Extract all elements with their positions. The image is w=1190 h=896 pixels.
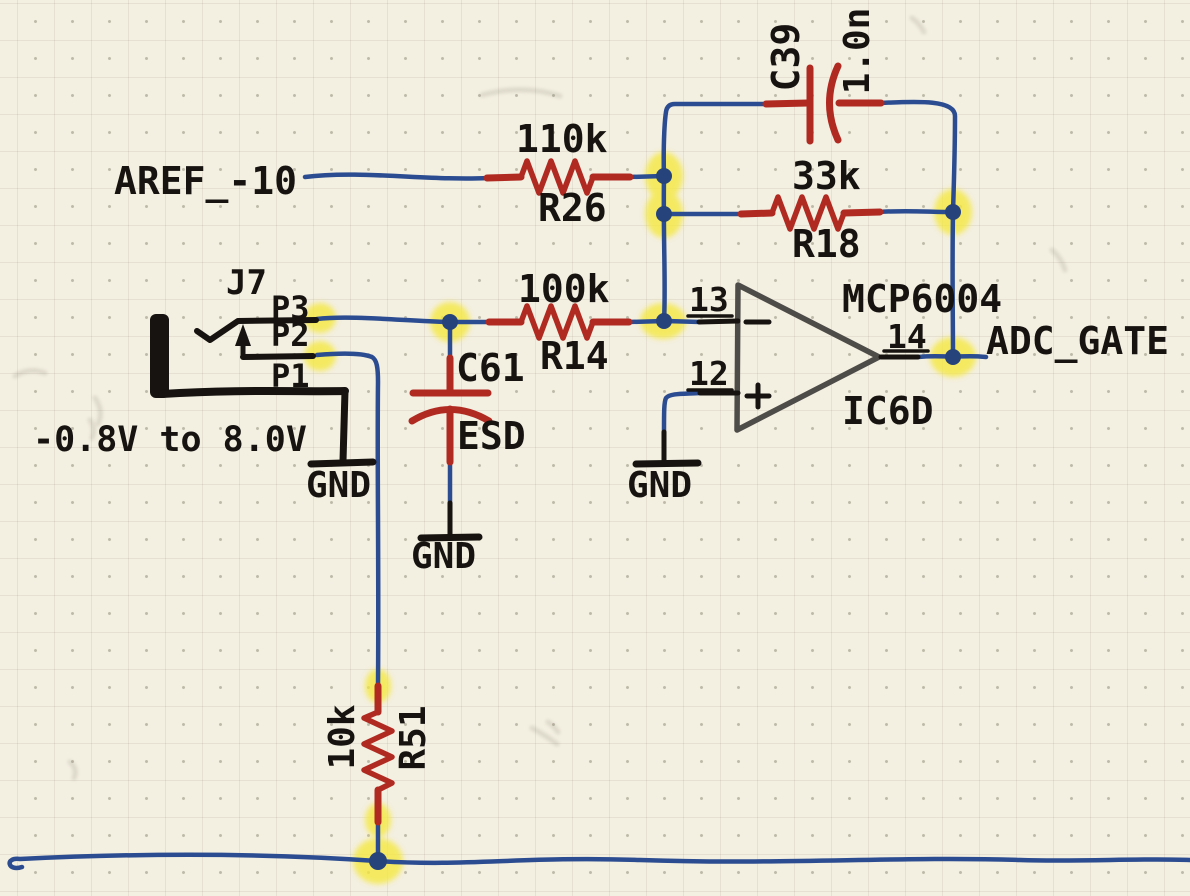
net-label-adc-gate: ADC_GATE: [986, 319, 1170, 363]
net-label-aref: AREF_-10: [114, 159, 298, 203]
resistor-r14-value: 100k: [518, 267, 610, 311]
resistor-r51-value: 10k: [322, 704, 363, 770]
resistor-r51-symbol: [361, 682, 395, 826]
capacitor-c39-symbol: [762, 62, 885, 145]
ground-label-j7: GND: [306, 465, 372, 506]
ink-black: [150, 314, 930, 542]
ground-label-c61: GND: [411, 536, 477, 577]
connector-pin-p1: P1: [271, 357, 310, 395]
wire-r18-to-junction: [876, 208, 956, 215]
resistor-r18-symbol: [737, 194, 884, 232]
resistor-r26-value: 110k: [516, 117, 608, 161]
opamp-designator: IC6D: [842, 389, 934, 433]
wire-pin12-gnd: [661, 390, 703, 435]
capacitor-c61-value: ESD: [457, 414, 526, 458]
resistor-r26-symbol: [483, 158, 634, 196]
capacitor-c61-ref: C61: [456, 346, 525, 390]
capacitor-c61-symbol: [408, 354, 493, 466]
ground-symbol-j7: [307, 458, 377, 468]
opamp-input-signs: [743, 319, 772, 410]
opamp-triangle: [734, 282, 882, 433]
capacitor-c39-ref: C39: [764, 22, 808, 92]
components-red: [361, 62, 885, 826]
resistor-r18-ref: R18: [792, 222, 861, 266]
paper-smudges: [12, 15, 1068, 781]
ground-symbol-pin12: [632, 429, 702, 468]
resistor-r26-ref: R26: [538, 186, 607, 230]
connector-pin-p2: P2: [271, 316, 310, 354]
wire-bottom-rail: [7, 852, 1190, 871]
connector-j7-ref: J7: [226, 263, 267, 303]
wire-c39-right-down: [877, 99, 958, 360]
ground-label-pin12: GND: [627, 465, 693, 506]
opamp-pin-13: 13: [689, 280, 729, 319]
opamp-part-number: MCP6004: [842, 277, 1003, 321]
voltage-range-note: -0.8V to 8.0V: [33, 420, 307, 460]
capacitor-c39-value: 1.0n: [837, 7, 878, 95]
wire-vertical-inverting: [661, 173, 667, 324]
junction-highlights: [304, 152, 976, 884]
wire-junction-up-to-c39: [661, 101, 770, 181]
opamp-pin-12: 12: [689, 354, 729, 393]
opamp-pin-14: 14: [887, 317, 927, 356]
opamp-pin-lines: [686, 314, 930, 396]
resistor-r51-ref: R51: [393, 705, 434, 771]
junction-dots: [369, 168, 961, 870]
ground-symbol-c61: [417, 500, 483, 542]
wire-p2-down: [314, 351, 381, 689]
resistor-r14-ref: R14: [540, 334, 609, 378]
connector-j7-symbol: [150, 314, 349, 465]
resistor-r18-value: 33k: [792, 154, 861, 198]
wire-aref-to-r26: [302, 172, 491, 181]
resistor-r14-symbol: [485, 303, 633, 341]
connector-pin-p3: P3: [271, 289, 310, 327]
wire-p3-to-junction: [314, 315, 451, 325]
